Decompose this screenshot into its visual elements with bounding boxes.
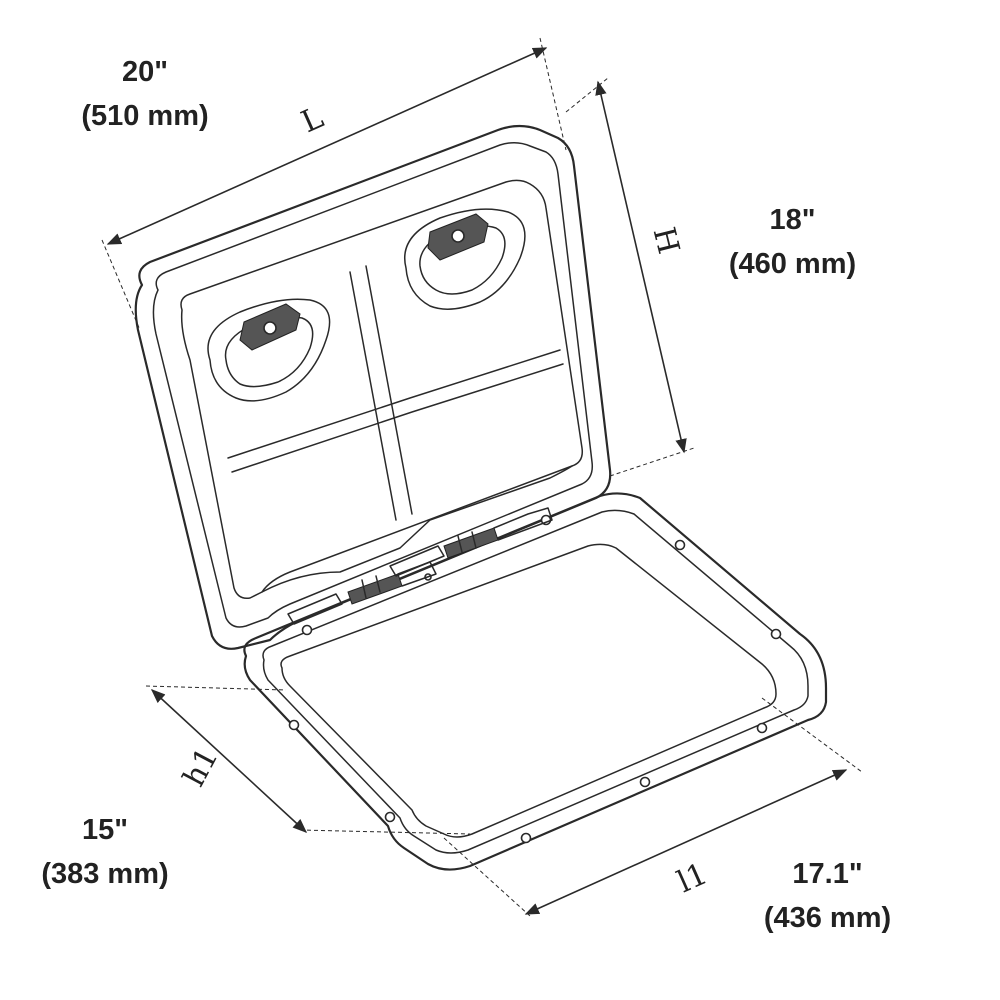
frame-screw-icon	[301, 624, 313, 636]
height-symbol: H	[646, 224, 686, 258]
length-dimension-line: L	[101, 37, 567, 331]
height-imperial: 18"	[769, 204, 816, 236]
frame-screw-icon	[384, 811, 396, 823]
cutout-length-metric: (436 mm)	[763, 902, 892, 934]
cutout-length-imperial: 17.1"	[792, 858, 863, 890]
height-dimension-line: H	[565, 77, 695, 477]
height-metric: (460 mm)	[728, 248, 857, 280]
cutout-height-imperial: 15"	[81, 814, 128, 846]
cutout-length-symbol: l1	[672, 856, 712, 900]
frame-screw-icon	[288, 719, 300, 731]
hatch-frame	[243, 492, 828, 871]
frame-screw-icon	[674, 539, 686, 551]
frame-screw-icon	[770, 628, 782, 640]
length-label: 20" (510 mm)	[60, 50, 230, 138]
frame-screw-icon	[639, 776, 651, 788]
frame-screw-icon	[520, 832, 532, 844]
hatch-lid	[134, 124, 612, 650]
hinge-right-icon	[389, 507, 553, 577]
frame-screw-icon	[756, 722, 768, 734]
height-label: 18" (460 mm)	[710, 198, 875, 286]
cutout-length-label: 17.1" (436 mm)	[745, 852, 910, 940]
cutout-height-dimension-line: h1	[145, 685, 471, 835]
length-metric: (510 mm)	[81, 100, 209, 132]
cutout-height-metric: (383 mm)	[41, 858, 169, 890]
length-symbol: L	[296, 100, 329, 140]
lid-latch-left-icon	[207, 298, 331, 402]
cutout-height-label: 15" (383 mm)	[20, 808, 190, 896]
cutout-height-symbol: h1	[177, 742, 226, 792]
length-imperial: 20"	[121, 56, 168, 88]
lid-latch-right-icon	[404, 208, 526, 310]
